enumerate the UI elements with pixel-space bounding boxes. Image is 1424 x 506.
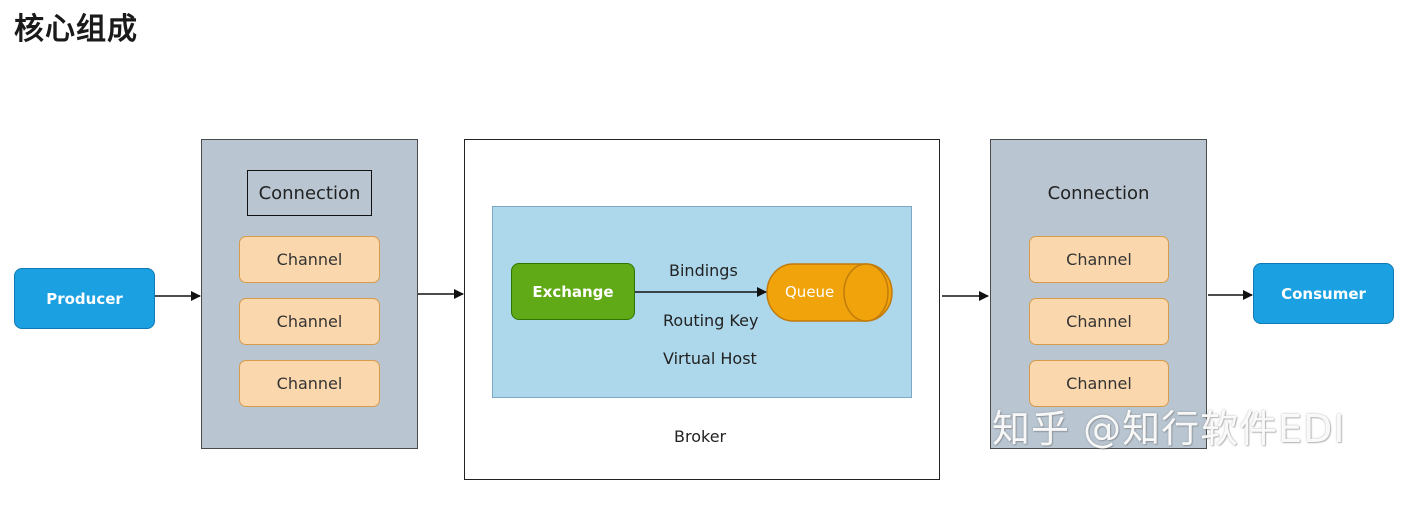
right-channel-2-label: Channel bbox=[1066, 312, 1132, 331]
right-channel-1-label: Channel bbox=[1066, 250, 1132, 269]
left-connection-label-box: Connection bbox=[247, 170, 372, 216]
bindings-label: Bindings bbox=[669, 261, 738, 280]
queue-cylinder bbox=[766, 263, 893, 322]
right-channel-1: Channel bbox=[1029, 236, 1169, 283]
exchange-label: Exchange bbox=[532, 282, 614, 301]
left-channel-2: Channel bbox=[239, 298, 380, 345]
routing-key-label: Routing Key bbox=[663, 311, 759, 330]
consumer-node: Consumer bbox=[1253, 263, 1394, 324]
left-channel-3-label: Channel bbox=[276, 374, 343, 393]
broker-label: Broker bbox=[674, 427, 727, 446]
exchange-node: Exchange bbox=[511, 263, 635, 320]
left-channel-1-label: Channel bbox=[276, 250, 343, 269]
watermark: 知乎 @知行软件EDI bbox=[992, 407, 1346, 451]
producer-node: Producer bbox=[14, 268, 155, 329]
producer-label: Producer bbox=[46, 289, 123, 308]
left-channel-1: Channel bbox=[239, 236, 380, 283]
consumer-label: Consumer bbox=[1281, 284, 1366, 303]
right-channel-3-label: Channel bbox=[1066, 374, 1132, 393]
right-connection-label: Connection bbox=[1047, 182, 1150, 204]
virtual-host-label: Virtual Host bbox=[663, 349, 757, 368]
right-connection-label-box: Connection bbox=[1036, 170, 1161, 216]
right-channel-2: Channel bbox=[1029, 298, 1169, 345]
left-connection-label: Connection bbox=[258, 182, 361, 204]
queue-label: Queue bbox=[785, 283, 835, 301]
left-channel-3: Channel bbox=[239, 360, 380, 407]
page-title: 核心组成 bbox=[14, 12, 138, 47]
left-channel-2-label: Channel bbox=[276, 312, 343, 331]
right-channel-3: Channel bbox=[1029, 360, 1169, 407]
